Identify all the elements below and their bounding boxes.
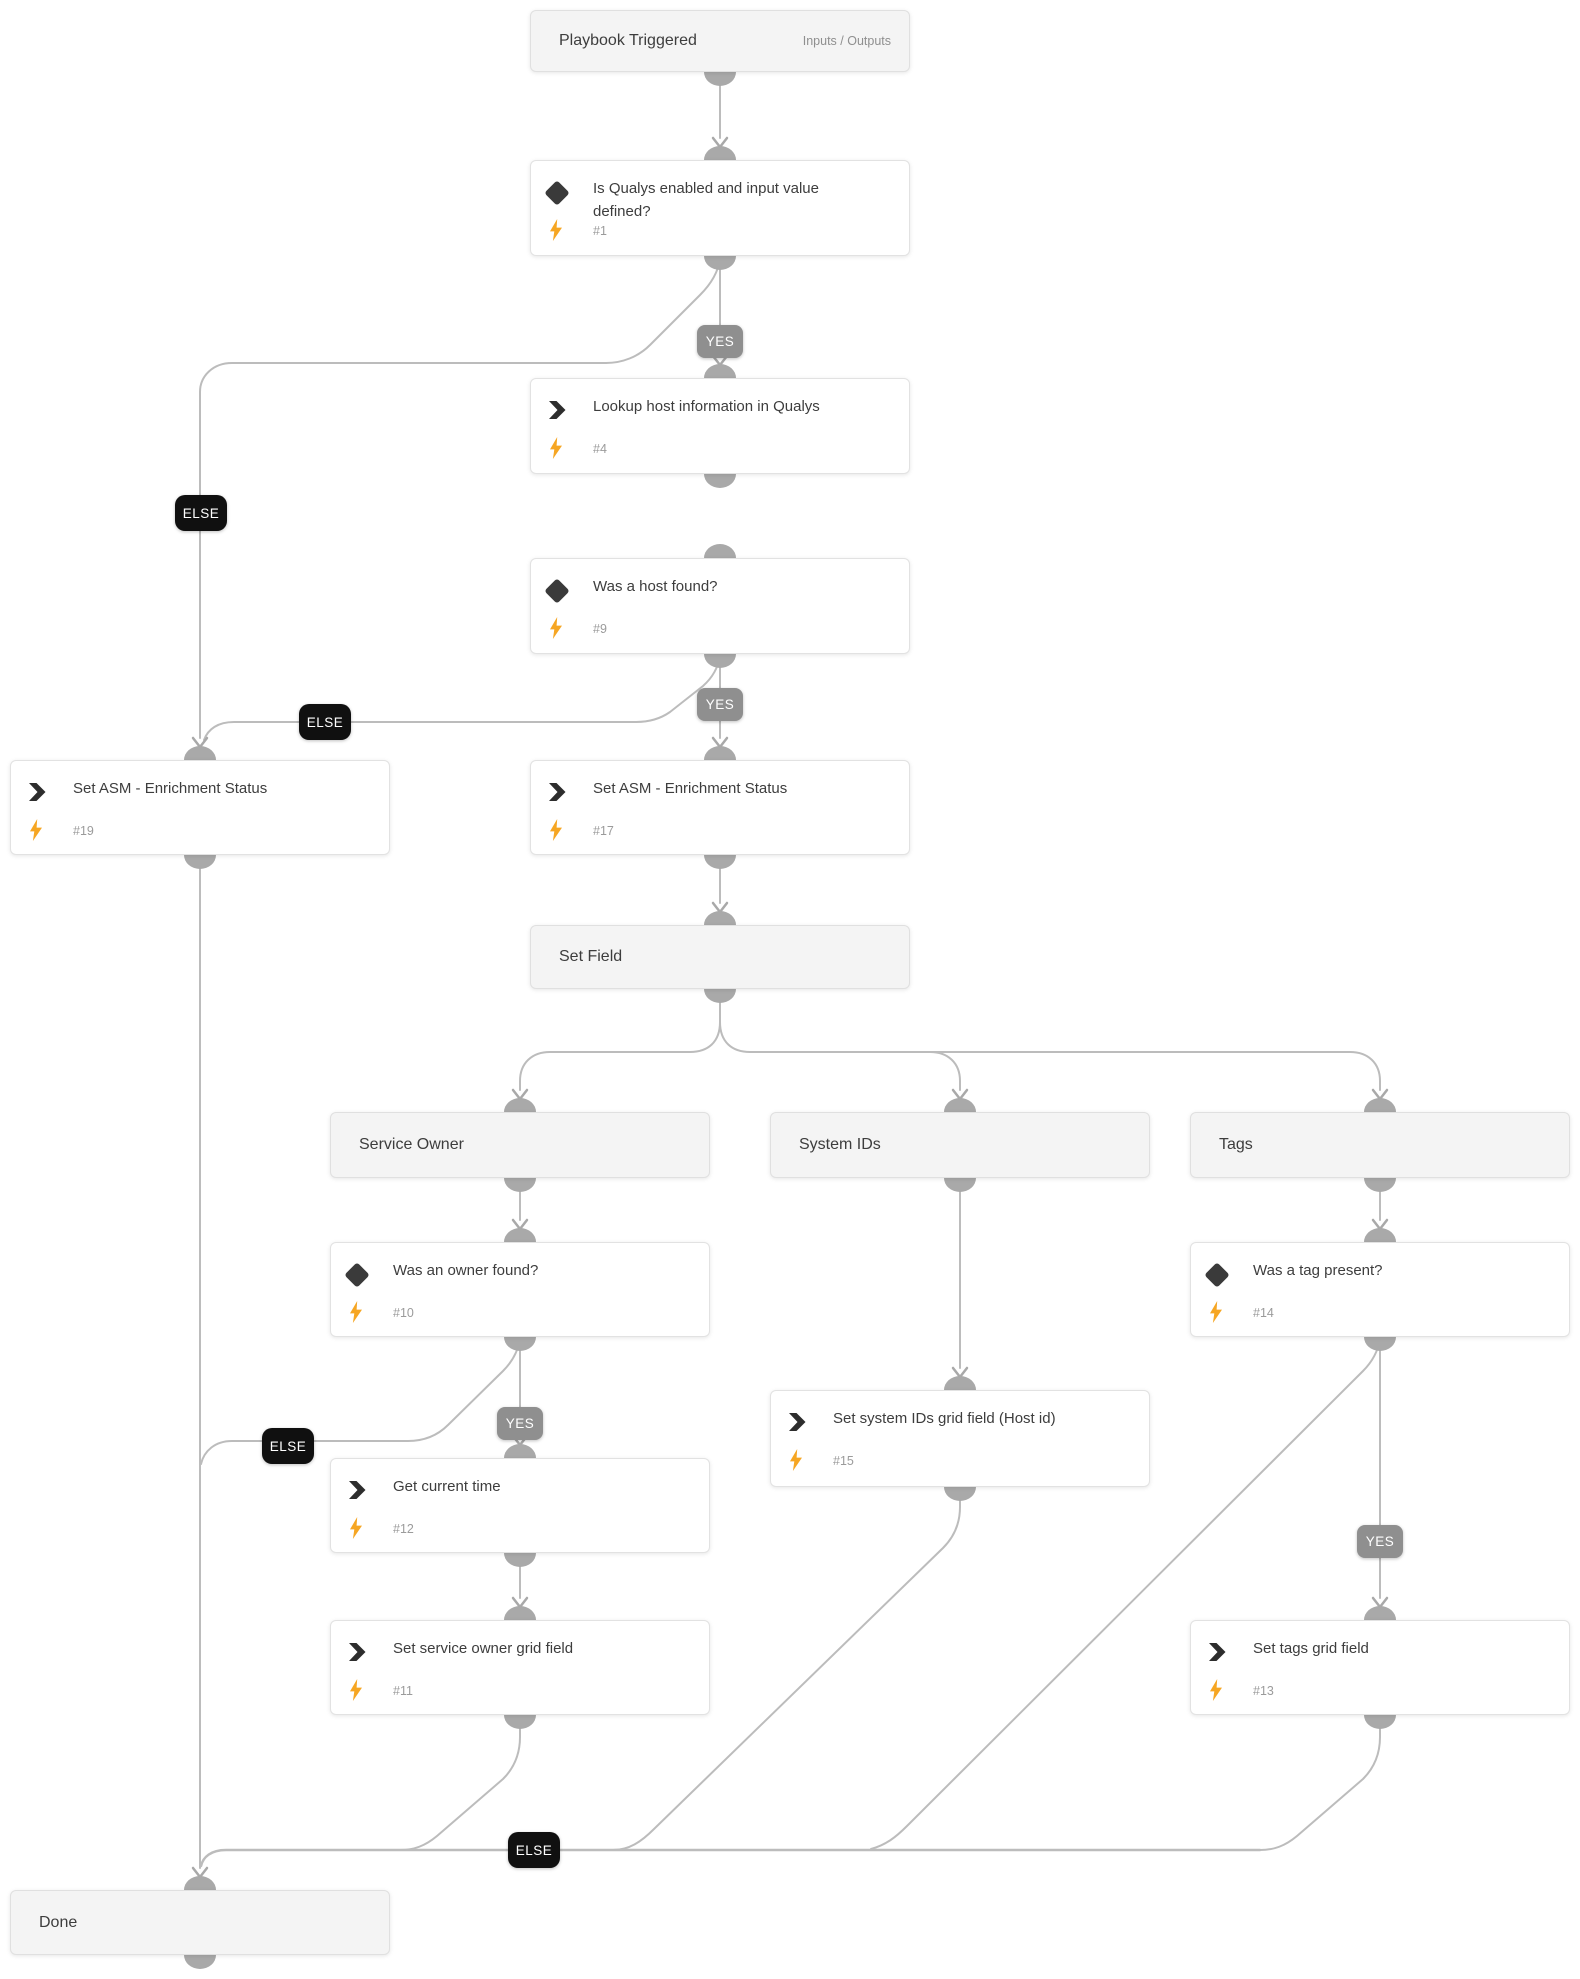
lightning-icon	[350, 1679, 362, 1701]
node-title: Playbook Triggered	[559, 32, 697, 49]
node-title: Set system IDs grid field (Host id)	[833, 1410, 1056, 1427]
task-node-get-current-time[interactable]: Get current time #12	[330, 1458, 710, 1553]
task-icon	[26, 783, 49, 801]
task-icon	[1206, 1643, 1229, 1661]
node-title: Set ASM - Enrichment Status	[593, 780, 788, 797]
lightning-icon	[790, 1449, 802, 1471]
section-title: System IDs	[799, 1136, 881, 1153]
task-number: #15	[833, 1454, 854, 1468]
node-title: Was a host found?	[593, 578, 718, 595]
section-title: Service Owner	[359, 1136, 464, 1153]
condition-node-is-qualys-enabled[interactable]: Is Qualys enabled and input value define…	[530, 160, 910, 256]
task-number: #19	[73, 824, 94, 838]
section-title: Tags	[1219, 1136, 1253, 1153]
start-node-playbook-triggered[interactable]: Playbook Triggered Inputs / Outputs	[530, 10, 910, 72]
node-title: Set ASM - Enrichment Status	[73, 780, 268, 797]
task-icon	[786, 1413, 809, 1431]
lightning-icon	[550, 437, 562, 459]
branch-label-yes-qualys: YES	[697, 325, 743, 358]
branch-label-yes-tag: YES	[1357, 1525, 1403, 1558]
node-title: Is Qualys enabled and input value define…	[593, 180, 819, 220]
node-title: Set service owner grid field	[393, 1640, 574, 1657]
section-node-done[interactable]: Done	[10, 1890, 390, 1955]
task-node-lookup-host[interactable]: Lookup host information in Qualys #4	[530, 378, 910, 474]
branch-label-else-owner: ELSE	[262, 1428, 314, 1464]
condition-icon	[544, 180, 570, 206]
section-node-set-field[interactable]: Set Field	[530, 925, 910, 989]
task-number: #14	[1253, 1306, 1274, 1320]
condition-node-was-owner-found[interactable]: Was an owner found? #10	[330, 1242, 710, 1337]
task-node-set-service-owner-grid-field[interactable]: Set service owner grid field #11	[330, 1620, 710, 1715]
task-node-set-asm-enrichment-status-yes[interactable]: Set ASM - Enrichment Status #17	[530, 760, 910, 855]
task-icon	[546, 401, 569, 419]
node-title: Was a tag present?	[1253, 1262, 1383, 1279]
task-number: #1	[593, 224, 607, 238]
node-title: Get current time	[393, 1478, 501, 1495]
condition-node-was-tag-present[interactable]: Was a tag present? #14	[1190, 1242, 1570, 1337]
task-number: #13	[1253, 1684, 1274, 1698]
node-title: Was an owner found?	[393, 1262, 539, 1279]
lightning-icon	[550, 617, 562, 639]
task-number: #17	[593, 824, 614, 838]
task-icon	[346, 1643, 369, 1661]
lightning-icon	[350, 1301, 362, 1323]
task-number: #11	[393, 1684, 413, 1698]
task-number: #12	[393, 1522, 414, 1536]
section-node-service-owner[interactable]: Service Owner	[330, 1112, 710, 1178]
lightning-icon	[1210, 1301, 1222, 1323]
inputs-outputs-link[interactable]: Inputs / Outputs	[802, 34, 891, 48]
node-title: Set tags grid field	[1253, 1640, 1369, 1657]
lightning-icon	[550, 819, 562, 841]
task-node-set-tags-grid-field[interactable]: Set tags grid field #13	[1190, 1620, 1570, 1715]
condition-node-was-host-found[interactable]: Was a host found? #9	[530, 558, 910, 654]
branch-label-yes-owner: YES	[497, 1407, 543, 1440]
task-number: #10	[393, 1306, 414, 1320]
condition-icon	[344, 1262, 370, 1288]
branch-label-yes-host: YES	[697, 688, 743, 721]
node-title: Lookup host information in Qualys	[593, 398, 820, 415]
branch-label-else-host: ELSE	[299, 704, 351, 740]
condition-icon	[1204, 1262, 1230, 1288]
section-node-tags[interactable]: Tags	[1190, 1112, 1570, 1178]
lightning-icon	[550, 219, 562, 241]
branch-label-else-qualys: ELSE	[175, 495, 227, 531]
branch-label-else-tag: ELSE	[508, 1832, 560, 1868]
connector-ports[interactable]	[184, 72, 1396, 1969]
condition-icon	[544, 578, 570, 604]
lightning-icon	[1210, 1679, 1222, 1701]
task-icon	[346, 1481, 369, 1499]
task-node-set-system-ids-grid-field[interactable]: Set system IDs grid field (Host id) #15	[770, 1390, 1150, 1487]
section-node-system-ids[interactable]: System IDs	[770, 1112, 1150, 1178]
lightning-icon	[30, 819, 42, 841]
lightning-icon	[350, 1517, 362, 1539]
task-number: #9	[593, 622, 607, 636]
section-title: Done	[39, 1913, 78, 1931]
task-number: #4	[593, 442, 607, 456]
section-title: Set Field	[559, 948, 623, 965]
task-node-set-asm-enrichment-status-else[interactable]: Set ASM - Enrichment Status #19	[10, 760, 390, 855]
task-icon	[546, 783, 569, 801]
